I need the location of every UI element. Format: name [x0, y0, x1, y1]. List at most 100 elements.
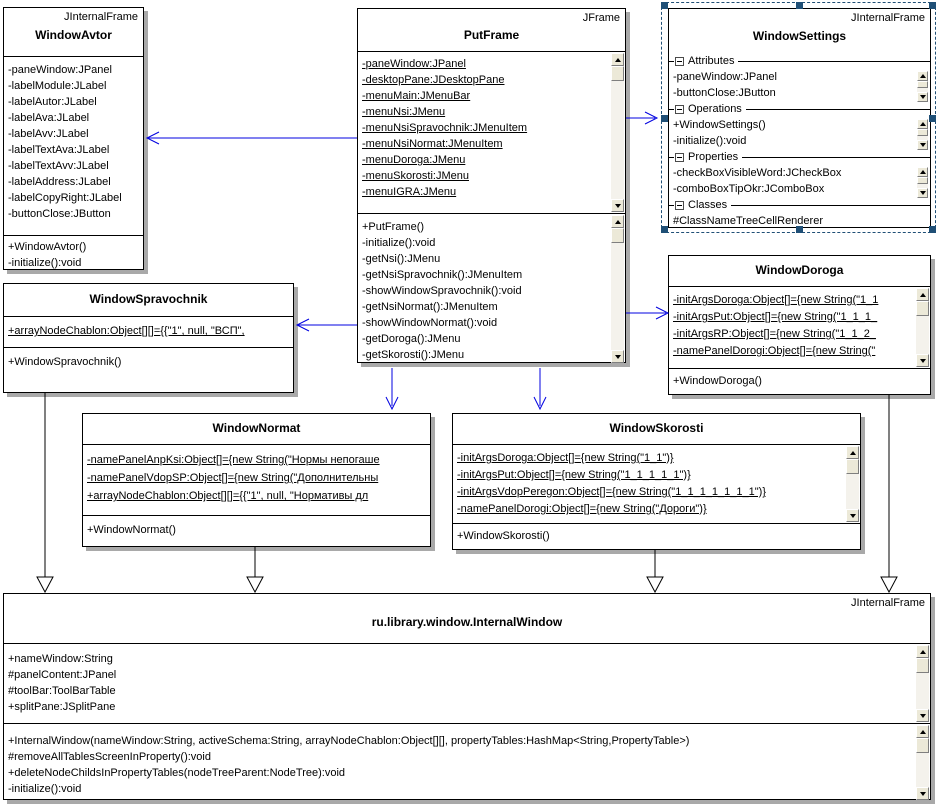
arrow-down-icon [919, 713, 926, 718]
scrollbar[interactable] [917, 167, 928, 198]
property-row: -checkBoxVisibleWord:JCheckBox [673, 167, 842, 179]
arrow-up-icon [919, 122, 926, 126]
attribute-row: -initArgsPut:Object[]={new String("1_1_1… [457, 469, 691, 481]
attribute-row: -labelTextAva:JLabel [8, 144, 110, 156]
class-header[interactable]: WindowNormat [83, 414, 430, 444]
method-row: -getDoroga():JMenu [362, 333, 461, 345]
generalization-windownormat-to-internalwindow [246, 547, 264, 594]
class-header[interactable]: JInternalFrame WindowAvtor [4, 8, 143, 56]
scroll-down-button[interactable] [917, 92, 928, 102]
collapse-icon[interactable] [675, 152, 684, 162]
class-header[interactable]: JInternalFrame WindowSettings [669, 9, 930, 53]
scroll-up-button[interactable] [916, 725, 929, 738]
class-header[interactable]: JFrame PutFrame [358, 9, 625, 51]
methods-section: +WindowSkorosti() [453, 523, 860, 551]
scroll-down-button[interactable] [917, 188, 928, 198]
scrollbar[interactable] [916, 645, 929, 722]
class-header[interactable]: WindowDoroga [669, 256, 930, 286]
method-row: +deleteNodeChildsInPropertyTables(nodeTr… [8, 767, 346, 779]
attribute-row: -desktopPane:JDesktopPane [362, 74, 505, 86]
scroll-thumb[interactable] [917, 177, 928, 184]
class-box-window-spravochnik[interactable]: WindowSpravochnik +arrayNodeChablon:Obje… [3, 283, 294, 393]
attribute-row: -initArgsPut:Object[]={new String("1_1_1… [673, 311, 878, 323]
scroll-down-button[interactable] [846, 509, 859, 522]
scroll-thumb[interactable] [611, 66, 624, 81]
class-header[interactable]: JInternalFrame ru.library.window.Interna… [4, 594, 930, 643]
scrollbar[interactable] [917, 119, 928, 150]
scroll-down-button[interactable] [916, 354, 929, 367]
scrollbar[interactable] [917, 71, 928, 102]
attribute-row: -menuNsi:JMenu [362, 106, 446, 118]
scroll-down-button[interactable] [917, 140, 928, 150]
group-attributes: Attributes -paneWindow:JPanel-buttonClos… [669, 53, 930, 102]
scroll-up-button[interactable] [916, 645, 929, 658]
class-box-internal-window[interactable]: JInternalFrame ru.library.window.Interna… [3, 593, 931, 800]
scroll-down-button[interactable] [916, 709, 929, 722]
arrow-up-icon [614, 219, 621, 224]
scroll-thumb[interactable] [916, 301, 929, 316]
scroll-up-button[interactable] [846, 446, 859, 459]
scroll-thumb[interactable] [917, 81, 928, 88]
method-row: +WindowSettings() [673, 119, 766, 131]
scroll-down-button[interactable] [916, 787, 929, 800]
class-title: WindowSpravochnik [89, 292, 208, 306]
attribute-row: -menuNsiSpravochnik:JMenuItem [362, 122, 528, 134]
scrollbar[interactable] [846, 446, 859, 522]
methods-section: +PutFrame()-initialize():void-getNsi():J… [358, 213, 625, 364]
attribute-row: -labelAvv:JLabel [8, 128, 89, 140]
selection-handle[interactable] [661, 115, 668, 122]
scroll-up-button[interactable] [611, 215, 624, 228]
scrollbar[interactable] [611, 215, 624, 363]
method-row: +WindowDoroga() [673, 375, 762, 387]
scroll-up-button[interactable] [917, 119, 928, 129]
class-box-window-doroga[interactable]: WindowDoroga -initArgsDoroga:Object[]={n… [668, 255, 931, 395]
scroll-up-button[interactable] [917, 71, 928, 81]
arrow-putframe-to-windowsettings [626, 111, 659, 125]
class-box-window-normat[interactable]: WindowNormat -namePanelAnpKsi:Object[]={… [82, 413, 431, 547]
attributes-section: -paneWindow:JPanel-labelModule:JLabel-la… [4, 56, 143, 235]
class-box-window-settings[interactable]: JInternalFrame WindowSettings Attributes… [668, 8, 931, 228]
scrollbar[interactable] [611, 53, 624, 212]
scroll-thumb[interactable] [917, 129, 928, 136]
scroll-up-button[interactable] [916, 288, 929, 301]
collapse-icon[interactable] [675, 200, 684, 210]
attributes-section: -initArgsDoroga:Object[]={new String("1_… [669, 286, 930, 368]
collapse-icon[interactable] [675, 104, 684, 114]
class-header[interactable]: WindowSpravochnik [4, 284, 293, 316]
scroll-thumb[interactable] [611, 228, 624, 243]
stereotype-label: JFrame [582, 12, 620, 24]
attribute-row: -buttonClose:JButton [8, 208, 111, 220]
group-classes: Classes #ClassNameTreeCellRenderer [669, 197, 930, 229]
group-label: Classes [688, 199, 728, 211]
collapse-icon[interactable] [675, 56, 684, 66]
group-header: Operations [669, 101, 930, 117]
scroll-down-button[interactable] [611, 199, 624, 212]
scroll-down-button[interactable] [611, 350, 624, 363]
scroll-thumb[interactable] [846, 459, 859, 474]
class-title: WindowSettings [752, 29, 847, 43]
class-box-window-avtor[interactable]: JInternalFrame WindowAvtor -paneWindow:J… [3, 7, 144, 270]
arrow-putframe-to-windowdoroga [626, 306, 670, 320]
scroll-up-button[interactable] [917, 167, 928, 177]
attribute-row: -initArgsRP:Object[]={new String("1_1_2_ [673, 328, 876, 340]
scroll-thumb[interactable] [916, 738, 929, 753]
class-box-window-skorosti[interactable]: WindowSkorosti -initArgsDoroga:Object[]=… [452, 413, 861, 550]
method-row: -initialize():void [673, 135, 747, 147]
selection-handle[interactable] [661, 2, 668, 9]
methods-section: +WindowNormat() [83, 515, 430, 548]
arrow-down-icon [614, 354, 621, 359]
method-row: -initialize():void [8, 257, 82, 269]
scroll-up-button[interactable] [611, 53, 624, 66]
class-box-put-frame[interactable]: JFrame PutFrame -paneWindow:JPanel-deskt… [357, 8, 626, 363]
class-header[interactable]: WindowSkorosti [453, 414, 860, 444]
group-label: Operations [688, 103, 742, 115]
scrollbar[interactable] [916, 725, 929, 800]
selection-handle[interactable] [661, 226, 668, 233]
attribute-row: #panelContent:JPanel [8, 669, 117, 681]
scrollbar[interactable] [916, 288, 929, 367]
group-label: Properties [688, 151, 739, 163]
arrow-up-icon [849, 450, 856, 455]
group-header: Classes [669, 197, 930, 213]
scroll-thumb[interactable] [916, 658, 929, 673]
